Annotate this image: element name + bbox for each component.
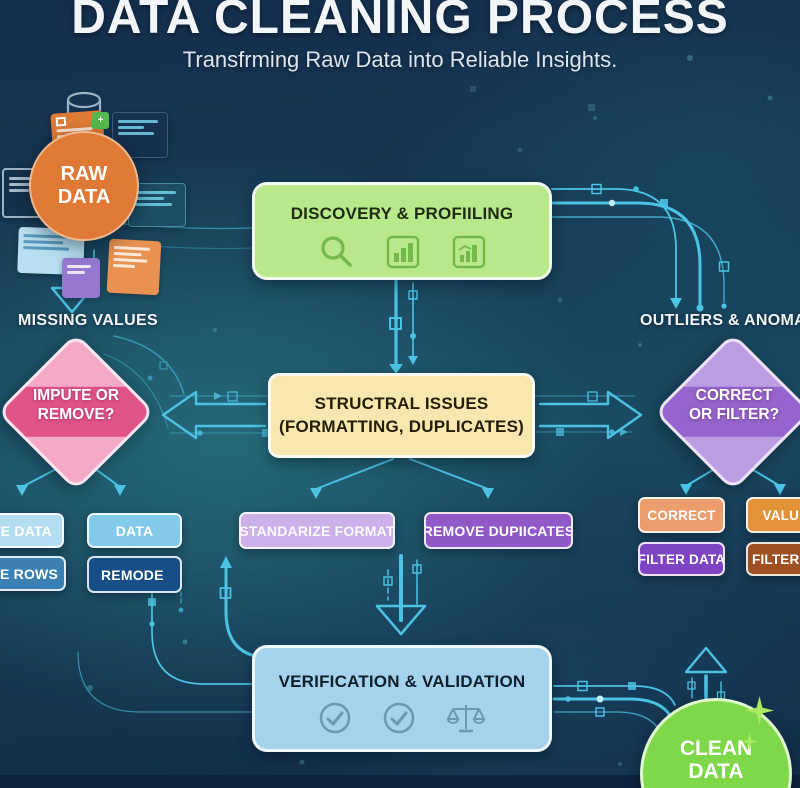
raw-data-label: RAW DATA — [57, 163, 111, 208]
standardize-format-box: STANDARIZE FORMAT — [239, 512, 395, 549]
impute-remove-label: IMPUTE OR REMOVE? — [32, 387, 120, 424]
discovery-profiling-title: DISCOVERY & PROFIILING — [290, 204, 514, 223]
correct-filter-label: CORRECT OR FILTER? — [688, 387, 780, 424]
search-icon — [317, 233, 355, 276]
page-title: DATA CLEANING PROCESS — [71, 0, 729, 44]
structural-fork-arrows — [310, 458, 494, 499]
outliers-anomalies-label: OUTLIERS & ANOMALIES — [640, 312, 800, 329]
discovery-to-structural-connector — [389, 279, 418, 374]
remove-duplicates-box: REMOVE DUPIICATES — [424, 512, 573, 549]
correct-box: CORRECT — [638, 497, 725, 533]
clean-data-label: CLEAN DATA — [679, 737, 753, 784]
raw-data-node: RAW DATA — [29, 131, 139, 241]
bar-chart-icon — [385, 234, 421, 275]
bottom-edge-bar — [0, 775, 800, 788]
check-circle-icon — [382, 701, 416, 740]
structural-issues-node: STRUCTRAL ISSUES (FORMATTING, DUPLICATES… — [268, 373, 535, 458]
data-box: DATA — [87, 513, 182, 548]
missing-values-label: MISSING VALUES — [18, 312, 158, 329]
structural-to-verification-arrow — [375, 554, 427, 636]
remove-rows-box: REMOVE ROWS — [0, 556, 66, 591]
discovery-profiling-node: DISCOVERY & PROFIILING — [252, 182, 552, 280]
values-box: VALUES — [746, 497, 800, 533]
discovery-to-outliers-curves — [550, 183, 730, 312]
note-card-icon — [62, 258, 100, 298]
impute-data-box: IMPUTE DATA — [0, 513, 64, 548]
check-circle-icon — [318, 701, 352, 740]
scale-icon — [446, 701, 486, 740]
verification-validation-node: VERIFICATION & VALIDATION — [252, 645, 552, 752]
verification-validation-title: VERIFICATION & VALIDATION — [278, 672, 526, 691]
binary-card-icon — [112, 112, 168, 158]
document-icon — [106, 238, 162, 296]
bar-chart-icon — [451, 234, 487, 275]
filter-data-box-2: FILTER DATA — [746, 542, 800, 576]
page-subtitle: Transfrming Raw Data into Reliable Insig… — [182, 47, 618, 72]
structural-issues-title: STRUCTRAL ISSUES (FORMATTING, DUPLICATES… — [279, 394, 524, 436]
db-badge-icon: + — [92, 112, 109, 129]
remode-box: REMODE — [87, 556, 182, 593]
filter-data-box: FILTER DATA — [638, 542, 725, 576]
